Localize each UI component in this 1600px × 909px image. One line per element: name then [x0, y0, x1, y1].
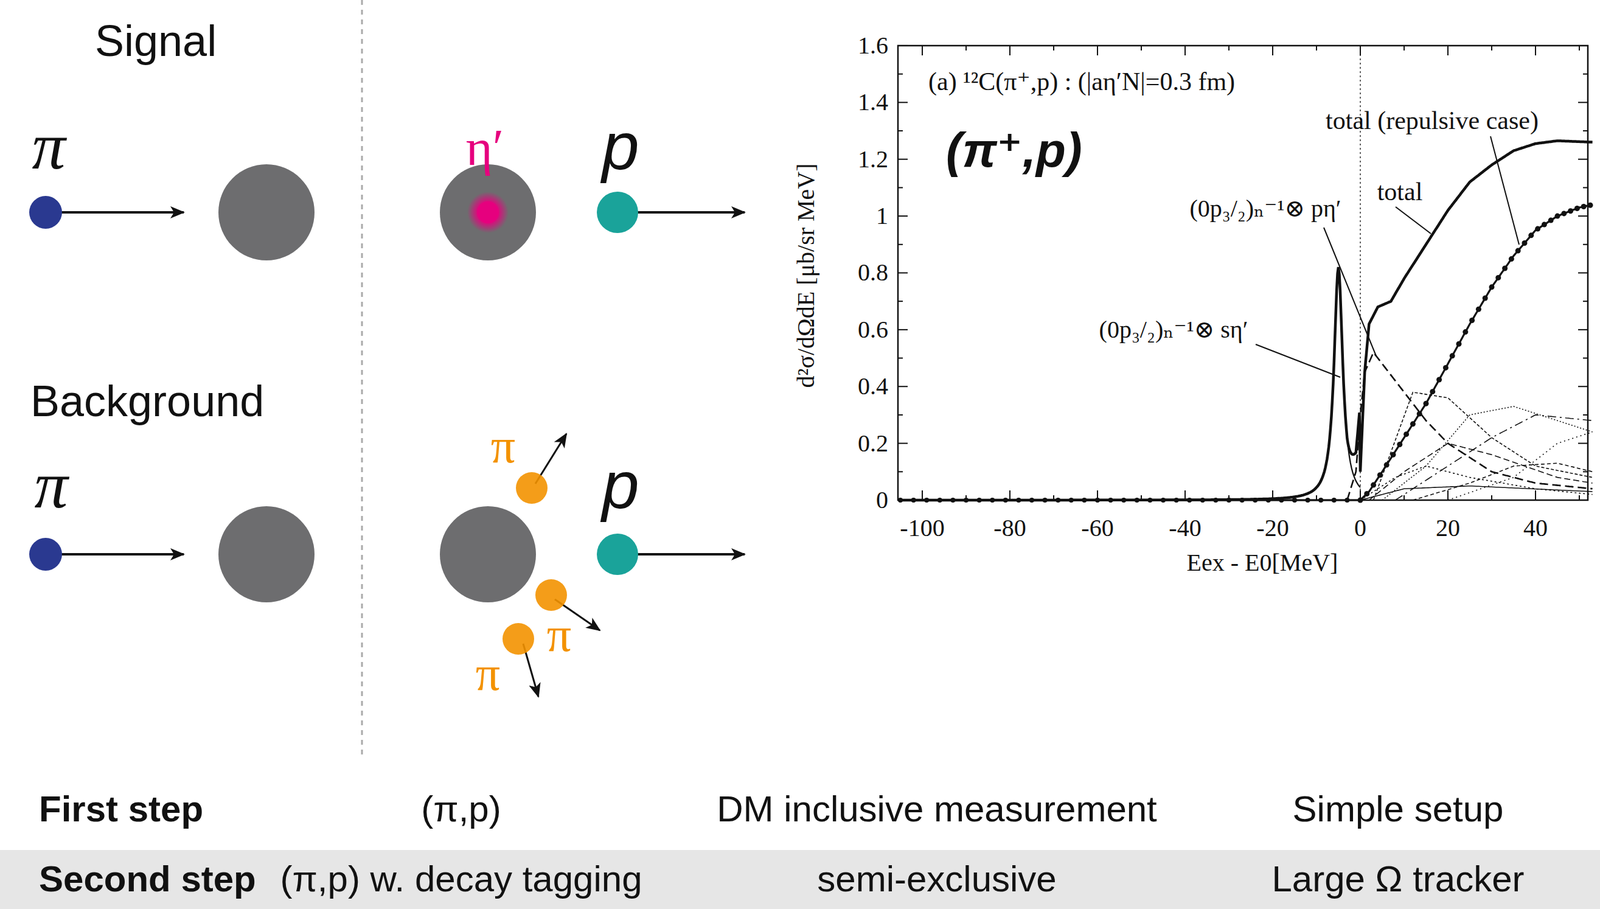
- axis-label: -100: [899, 515, 945, 541]
- text-label: Signal: [94, 18, 217, 63]
- pion-dot: [502, 622, 535, 655]
- table-cell: Large Ω tracker: [1271, 860, 1524, 898]
- axis-label: Eex - E0[MeV]: [1186, 550, 1339, 575]
- table-cell: (π,p) w. decay tagging: [279, 860, 642, 898]
- axis-label: 1.6: [857, 33, 889, 58]
- pion-dot: [29, 195, 63, 229]
- table-cell: First step: [38, 790, 204, 828]
- text-label: η′: [466, 122, 504, 174]
- table-row-band: Second step (π,p) w. decay tagging semi-ex…: [0, 849, 1600, 909]
- text-label: π: [490, 421, 516, 471]
- nucleus: [218, 164, 315, 261]
- spectrum-curves: [897, 140, 1594, 503]
- table-cell: Simple setup: [1292, 790, 1504, 828]
- axis-label: -20: [1256, 515, 1289, 541]
- text-label: Background: [30, 379, 265, 423]
- text-label: (0p₃/₂)ₙ⁻¹⊗ sη′: [1099, 317, 1249, 342]
- pion-dot: [29, 537, 63, 571]
- axis-label: 0.2: [857, 431, 889, 456]
- text-label: π: [31, 112, 66, 180]
- axis-label: 1.2: [857, 147, 889, 172]
- beam-arrow: [60, 211, 184, 214]
- leader-line: [1395, 206, 1431, 234]
- leader-line: [1323, 227, 1377, 356]
- axis-label: d²σ/dΩdE [μb/sr MeV]: [793, 163, 819, 388]
- text-label: π: [34, 451, 68, 519]
- text-label: (a) ¹²C(π⁺,p) : (|aη′N|=0.3 fm): [928, 68, 1235, 95]
- divider: [361, 0, 364, 755]
- table-cell: DM inclusive measurement: [716, 790, 1158, 828]
- axis-label: 1.4: [857, 90, 889, 115]
- eta-dot: [476, 201, 499, 224]
- axis-label: 40: [1523, 515, 1548, 541]
- text-label: total: [1377, 178, 1423, 205]
- leader-line: [1255, 344, 1341, 378]
- text-label: π: [546, 610, 572, 659]
- text-label: p: [601, 451, 639, 519]
- proton-dot: [596, 533, 639, 575]
- pion-dot: [515, 472, 548, 504]
- axis-label: 0.8: [857, 260, 889, 285]
- text-label: (0p₃/₂)ₙ⁻¹⊗ pη′: [1189, 196, 1341, 221]
- text-label: p: [601, 112, 639, 180]
- table-cell: (π,p): [420, 790, 501, 828]
- axis-ticks: [897, 45, 1588, 501]
- table-cell: Second step: [38, 860, 257, 898]
- axis-label: 0: [876, 487, 889, 513]
- axis-label: 0: [1354, 515, 1367, 541]
- axis-label: 0.4: [857, 374, 889, 399]
- eta-glow: [467, 191, 509, 234]
- axis-label: -80: [993, 515, 1026, 541]
- plot-frame: [897, 45, 1588, 501]
- text-label: total (repulsive case): [1325, 107, 1539, 134]
- proton-arrow: [632, 211, 745, 214]
- beam-arrow: [60, 553, 184, 556]
- axis-label: 20: [1435, 515, 1461, 541]
- proton-arrow: [632, 553, 745, 556]
- text-label: π: [475, 649, 501, 698]
- nucleus: [218, 506, 315, 603]
- leader-line: [1490, 136, 1520, 245]
- text-label: (π⁺,p): [946, 125, 1083, 175]
- pion-dot: [535, 579, 567, 611]
- axis-label: -60: [1081, 515, 1114, 541]
- nucleus: [439, 506, 536, 603]
- table-cell: semi-exclusive: [817, 860, 1057, 898]
- axis-label: 0.6: [857, 317, 889, 342]
- nucleus: [439, 164, 536, 261]
- proton-dot: [596, 191, 639, 234]
- axis-label: 1: [876, 203, 889, 229]
- axis-label: -40: [1168, 515, 1201, 541]
